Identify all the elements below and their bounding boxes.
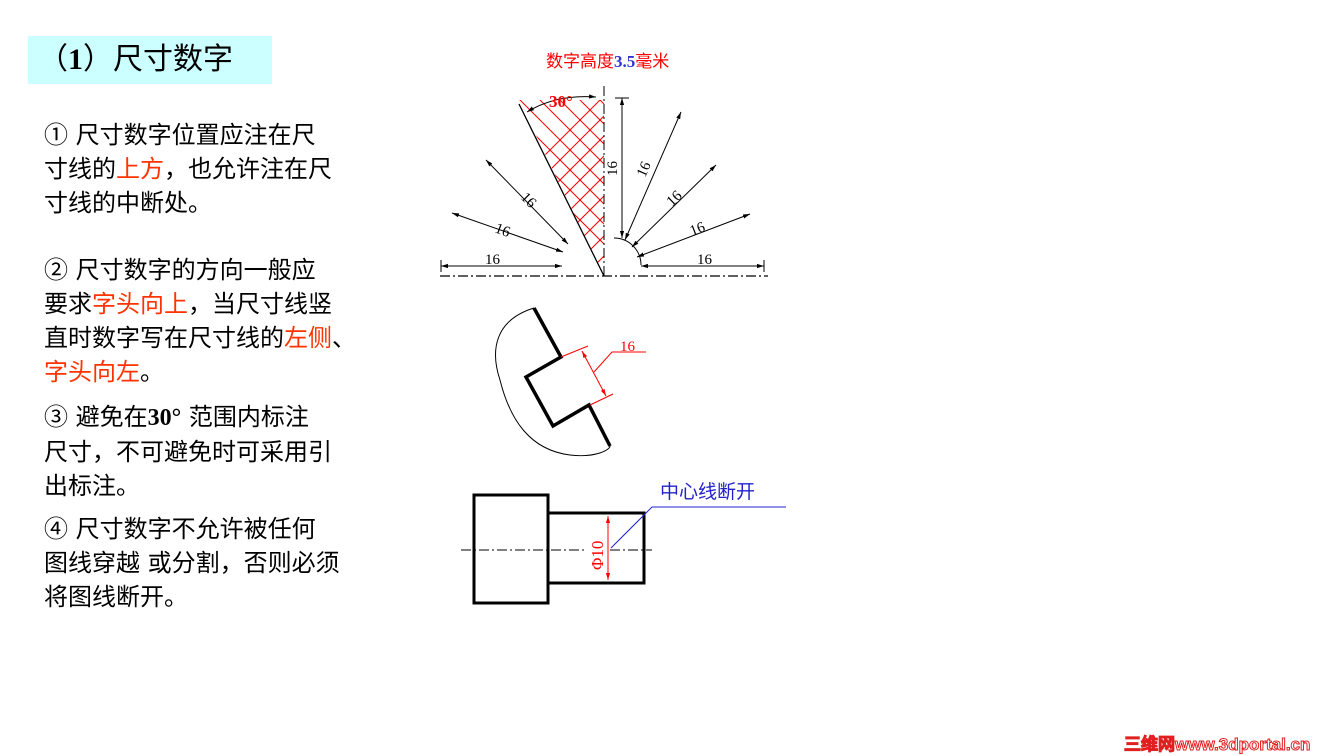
dim-label: 16 <box>664 188 686 210</box>
centerline-break-note: 中心线断开 <box>660 481 755 503</box>
rule-paragraph-3: ③ 避免在30° 范围内标注 尺寸，不可避免时可采用引 出标注。 <box>44 400 404 503</box>
dim-label: 16 <box>493 221 513 241</box>
dim-label: 16 <box>485 252 501 268</box>
p3-line1: ③ 避免在30° 范围内标注 <box>44 403 309 431</box>
highlight-head-left: 字头向左 <box>44 358 140 386</box>
dim-label: 16 <box>634 159 655 180</box>
p2-line2: 要求字头向上，当尺寸线竖 <box>44 290 332 318</box>
dim-label: 16 <box>688 219 708 239</box>
rule-paragraph-1: ① 尺寸数字位置应注在尺 寸线的上方，也允许注在尺 寸线的中断处。 <box>44 118 404 220</box>
section-title-box <box>28 36 272 84</box>
p1-line2: 寸线的上方，也允许注在尺 <box>44 155 332 183</box>
leader-annotation-figure: 16 <box>495 307 646 457</box>
rule-paragraph-2: ② 尺寸数字的方向一般应 要求字头向上，当尺寸线竖 直时数字写在尺寸线的左侧、 … <box>44 253 404 389</box>
highlight-above: 上方 <box>116 155 164 183</box>
p4-line1: ④ 尺寸数字不允许被任何 <box>44 515 316 543</box>
dim-label: 16 <box>517 190 539 212</box>
leader-dim-label: 16 <box>620 339 636 355</box>
p4-line3: 将图线断开。 <box>44 583 188 611</box>
p4-line2: 图线穿越 或分割，否则必须 <box>44 549 340 577</box>
title-suffix: ）尺寸数字 <box>83 42 233 77</box>
dim-label: 16 <box>697 252 713 268</box>
dimension-orientation-figure: 数字高度3.5毫米 30° 16 <box>440 52 768 278</box>
highlight-left-side: 左侧 <box>284 324 332 352</box>
section-title: （1）尺寸数字 <box>38 40 233 80</box>
p1-line3: 寸线的中断处。 <box>44 189 212 217</box>
shaft-figure: Φ10 中心线断开 <box>461 481 786 605</box>
title-number: 1 <box>68 43 83 76</box>
angle-label: 30° <box>549 92 573 111</box>
rule-paragraph-4: ④ 尺寸数字不允许被任何 图线穿越 或分割，否则必须 将图线断开。 <box>44 512 404 614</box>
diameter-label: Φ10 <box>588 541 607 570</box>
p2-line4: 字头向左。 <box>44 358 164 386</box>
p2-line3: 直时数字写在尺寸线的左侧、 <box>44 324 356 352</box>
title-prefix: （ <box>38 42 68 77</box>
dim-label: 16 <box>605 161 621 177</box>
p3-line3: 出标注。 <box>44 472 140 500</box>
p3-line2: 尺寸，不可避免时可采用引 <box>44 438 332 466</box>
watermark: 三维网www.3dportal.cn <box>1123 735 1311 755</box>
figure1-caption: 数字高度3.5毫米 <box>546 52 669 72</box>
p2-line1: ② 尺寸数字的方向一般应 <box>44 256 316 284</box>
highlight-head-up: 字头向上 <box>92 290 188 318</box>
p1-line1: ① 尺寸数字位置应注在尺 <box>44 121 316 149</box>
